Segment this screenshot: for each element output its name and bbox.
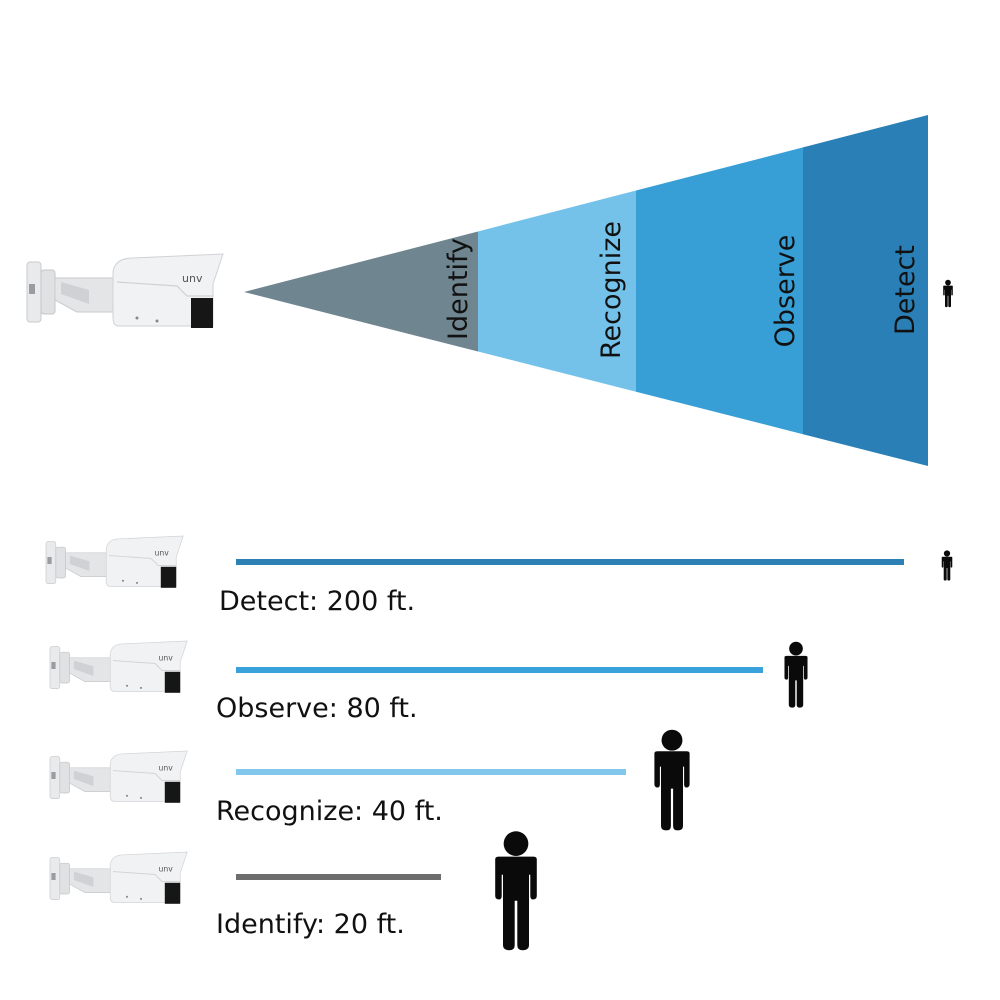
range-label-detect: Detect: 200 ft. [219, 586, 416, 617]
range-line-detect [236, 559, 904, 565]
cone-zone-identify [244, 231, 478, 352]
range-label-observe: Observe: 80 ft. [216, 693, 418, 724]
zone-label-detect: Detect [890, 245, 921, 335]
cone-zone-observe [636, 147, 803, 435]
camera-illustration [49, 750, 188, 804]
person-icon [941, 550, 953, 581]
range-line-recognize [236, 769, 626, 775]
camera-illustration [45, 535, 184, 589]
camera-illustration [49, 640, 188, 694]
person-icon [943, 279, 953, 308]
zone-label-identify: Identify [443, 238, 474, 340]
zone-label-observe: Observe [770, 235, 801, 348]
camera-illustration [26, 253, 224, 329]
person-icon [495, 831, 537, 951]
person-icon [784, 641, 808, 708]
range-label-recognize: Recognize: 40 ft. [216, 796, 443, 827]
camera-illustration [49, 851, 188, 905]
cone-zone-detect [803, 115, 928, 466]
zone-label-recognize: Recognize [596, 221, 627, 359]
cone-zone-recognize [478, 190, 636, 392]
person-icon [654, 729, 690, 831]
range-label-identify: Identify: 20 ft. [216, 909, 405, 940]
range-line-observe [236, 667, 763, 673]
range-line-identify [236, 874, 441, 880]
field-of-view-cone [244, 115, 928, 466]
